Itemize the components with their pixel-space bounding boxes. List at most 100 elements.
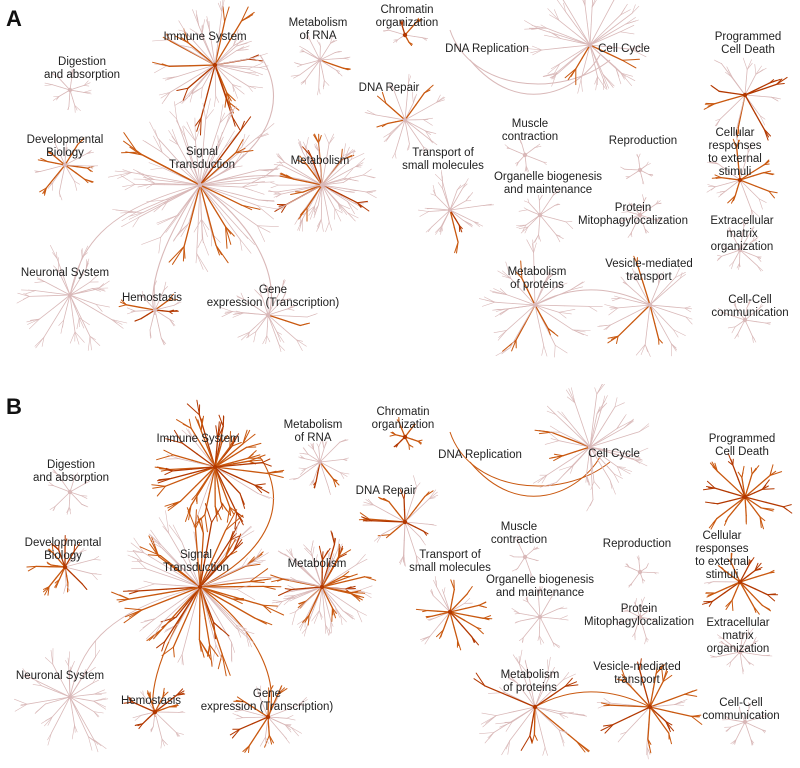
pathway-edge xyxy=(161,547,180,567)
pathway-edge xyxy=(636,556,640,561)
pathway-edge xyxy=(638,157,640,164)
pathway-edge xyxy=(756,265,764,272)
pathway-edge xyxy=(131,556,143,562)
pathway-edge xyxy=(66,506,70,515)
pathway-edge xyxy=(309,39,315,50)
pathway-edge xyxy=(217,550,235,568)
pathway-edge xyxy=(624,565,630,568)
pathway-edge xyxy=(631,577,636,584)
pathway-edge xyxy=(235,139,244,154)
pathway-edge xyxy=(136,151,167,168)
pathway-edge xyxy=(625,17,636,25)
pathway-edge xyxy=(296,159,308,165)
pathway-edge xyxy=(562,451,576,457)
pathway-edge xyxy=(750,74,757,85)
pathway-edge xyxy=(232,460,250,465)
node-label-dna-replication: DNA Replication xyxy=(445,43,529,55)
pathway-edge xyxy=(399,489,405,501)
pathway-edge xyxy=(442,597,451,613)
pathway-edge xyxy=(162,36,171,42)
pathway-edge xyxy=(513,537,519,543)
pathway-edge xyxy=(518,226,529,229)
pathway-edge xyxy=(224,75,233,85)
pathway-edge xyxy=(176,158,201,186)
pathway-edge xyxy=(531,688,536,708)
pathway-edge xyxy=(649,687,655,708)
pathway-edge xyxy=(163,449,174,456)
pathway-edge xyxy=(133,537,145,554)
pathway-edge xyxy=(209,644,213,667)
pathway-edge xyxy=(423,119,433,126)
pathway-edge xyxy=(365,191,377,199)
connector-curve xyxy=(449,29,611,85)
pathway-edge xyxy=(28,676,48,687)
pathway-edge xyxy=(434,174,443,182)
pathway-edge xyxy=(644,228,649,233)
pathway-edge xyxy=(744,152,749,166)
pathway-edge xyxy=(22,675,30,678)
pathway-edge xyxy=(519,139,523,145)
pathway-edge xyxy=(439,209,451,220)
pathway-edge xyxy=(629,566,635,570)
pathway-edge xyxy=(215,539,231,562)
pathway-edge xyxy=(34,281,46,283)
pathway-edge xyxy=(620,166,625,170)
pathway-edge xyxy=(512,654,520,665)
pathway-edge xyxy=(750,227,755,233)
pathway-edge xyxy=(235,147,246,154)
pathway-edge xyxy=(278,308,289,313)
pathway-edge xyxy=(646,746,651,756)
pathway-edge xyxy=(408,425,414,432)
pathway-edge xyxy=(307,461,321,472)
pathway-edge xyxy=(485,299,496,303)
pathway-edge xyxy=(412,94,417,104)
pathway-edge xyxy=(72,98,76,106)
pathway-edge xyxy=(466,589,470,595)
pathway-edge xyxy=(81,583,88,590)
pathway-edge xyxy=(768,190,778,194)
pathway-edge xyxy=(562,0,576,21)
pathway-edge xyxy=(214,35,220,66)
pathway-edge xyxy=(392,39,398,43)
pathway-edge xyxy=(81,252,88,258)
pathway-edge xyxy=(518,158,522,163)
pathway-edge xyxy=(65,584,70,591)
pathway-edge xyxy=(425,615,433,618)
pathway-edge xyxy=(241,133,246,148)
pathway-edge xyxy=(210,122,221,152)
pathway-edge xyxy=(231,195,258,206)
pathway-edge xyxy=(546,593,554,605)
pathway-edge xyxy=(751,209,754,215)
pathway-edge xyxy=(345,146,350,158)
pathway-edge xyxy=(410,486,418,504)
pathway-edge xyxy=(534,304,541,328)
pathway-edge xyxy=(709,161,719,165)
pathway-edge xyxy=(440,218,446,227)
pathway-edge xyxy=(362,516,372,522)
pathway-edge xyxy=(52,663,61,680)
pathway-edge xyxy=(160,544,180,565)
pathway-edge xyxy=(335,69,341,72)
pathway-edge xyxy=(308,59,321,69)
pathway-edge xyxy=(183,88,195,99)
pathway-edge xyxy=(366,110,377,116)
pathway-edge xyxy=(45,176,56,189)
pathway-edge xyxy=(214,466,245,472)
pathway-edge xyxy=(539,482,557,488)
pathway-edge xyxy=(662,318,674,331)
pathway-edge xyxy=(506,294,520,300)
pathway-edge xyxy=(82,693,95,696)
pathway-edge xyxy=(204,492,211,516)
pathway-edge xyxy=(236,476,256,486)
pathway-edge xyxy=(732,464,740,481)
pathway-edge xyxy=(596,702,611,704)
pathway-edge xyxy=(304,586,323,590)
pathway-edge xyxy=(332,575,344,582)
pathway-edge xyxy=(321,184,337,195)
pathway-edge xyxy=(307,614,310,626)
pathway-edge xyxy=(163,286,168,291)
pathway-edge xyxy=(399,119,406,139)
pathway-edge xyxy=(293,477,299,481)
pathway-edge xyxy=(215,437,219,453)
pathway-edge xyxy=(763,159,770,166)
